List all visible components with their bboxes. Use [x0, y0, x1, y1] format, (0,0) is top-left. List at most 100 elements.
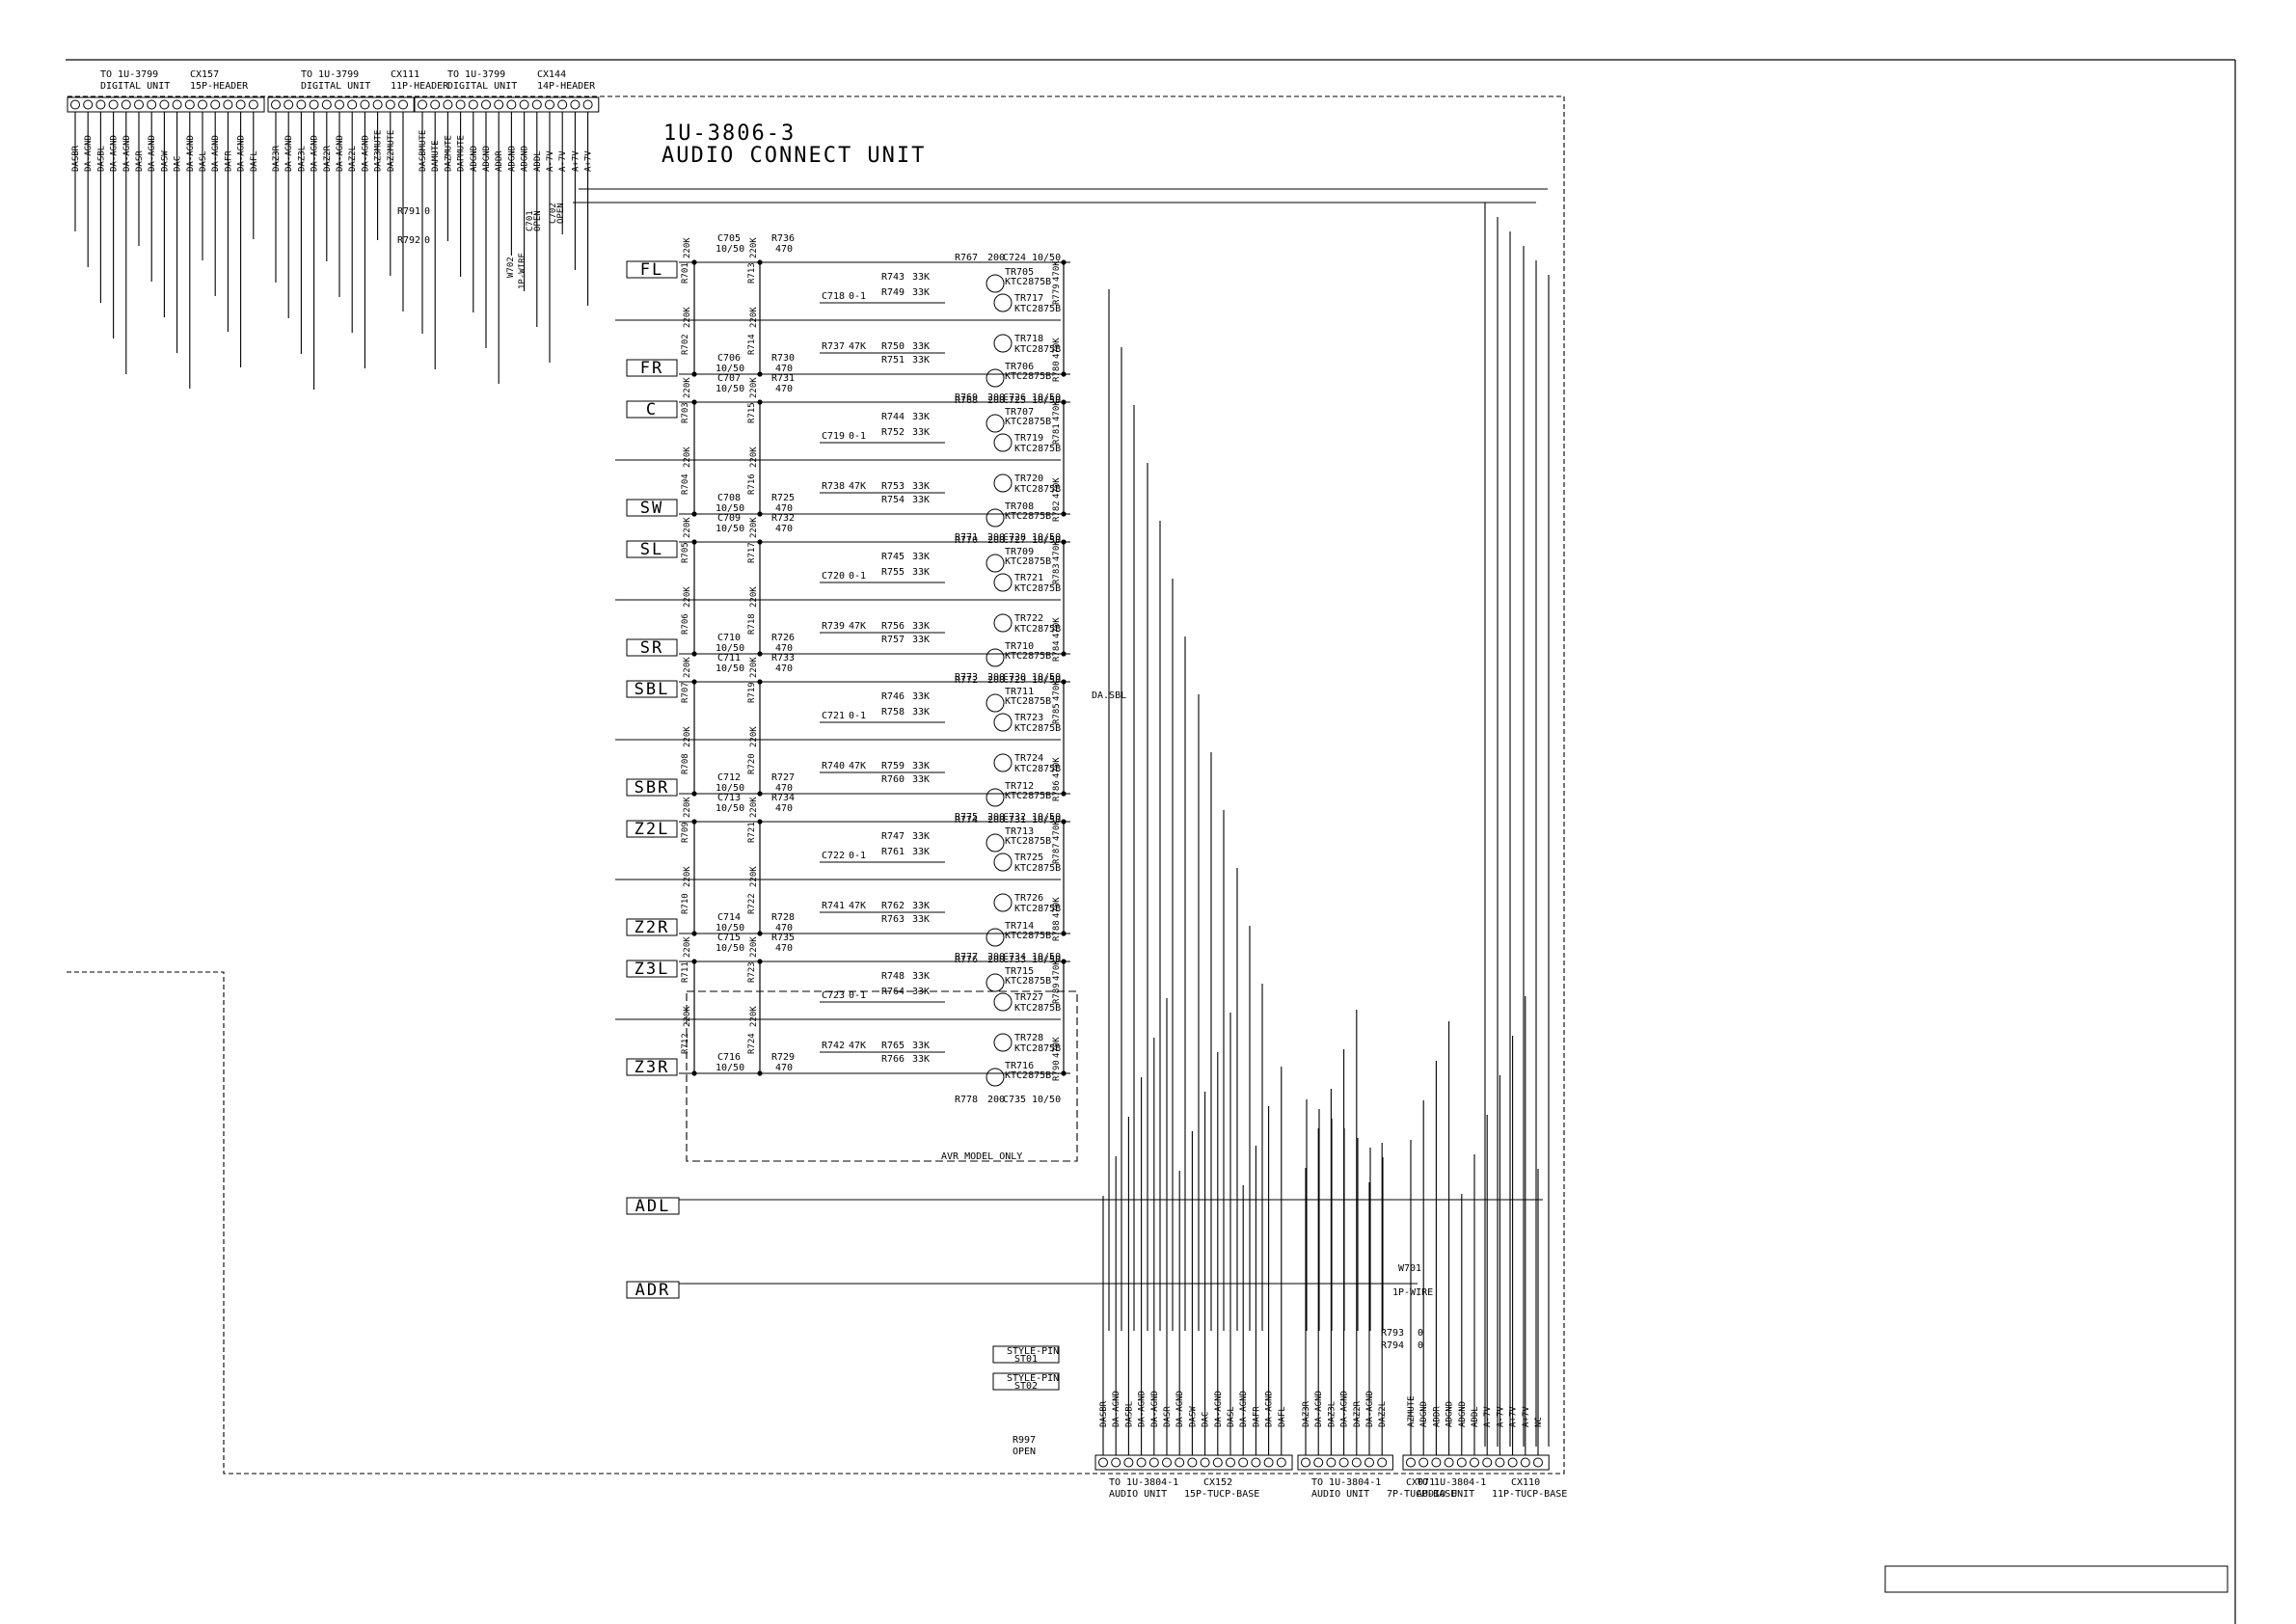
connector-dest: TO 1U-3799 [100, 69, 158, 80]
connector-pin [1338, 1457, 1349, 1468]
junction-dot [1061, 931, 1067, 936]
emitter-resistor-value: 200 [987, 952, 1005, 962]
c701-value: OPEN [533, 210, 543, 231]
pin-label: DAFR [1252, 1406, 1261, 1427]
connector-pin [545, 99, 554, 110]
base-resistor-value: 33K [912, 272, 930, 283]
connector-ref: CX111 [391, 69, 419, 80]
pin-label: DASBL [1124, 1401, 1134, 1427]
connector-pin [1406, 1457, 1416, 1468]
connector-pin [83, 99, 94, 110]
resistor-ref: R701 [681, 262, 690, 284]
junction-dot [691, 651, 697, 657]
pin-label: DAFR [224, 150, 233, 172]
channel-label: SBR [635, 778, 670, 798]
emitter-resistor-ref: R769 [955, 392, 978, 403]
resistor-ref: R715 [747, 402, 757, 423]
transistor-symbol [993, 992, 1013, 1012]
pin-label: A+7V [1522, 1406, 1531, 1427]
connector-pin [1482, 1457, 1493, 1468]
channel-label-box [626, 260, 678, 279]
connector-type: 7P-TUCP-BASE [1387, 1489, 1456, 1500]
connector-pin [1136, 1457, 1147, 1468]
avr-model-note: AVR MODEL ONLY [941, 1151, 1022, 1162]
capacitor-value: 10/50 [716, 923, 744, 934]
connector-pin [1276, 1457, 1286, 1468]
connector-pin [1301, 1457, 1310, 1468]
r792-value: 0 [424, 235, 430, 246]
input-component-value: 0-1 [849, 711, 866, 721]
transistor-type: KTC2875B [1014, 764, 1061, 774]
junction-dot [691, 791, 697, 797]
base-resistor-value: 33K [912, 341, 930, 352]
transistor-ref: TR717 [1014, 293, 1043, 304]
c701-ref: C701 [526, 210, 535, 231]
base-resistor-value: 33K [912, 1041, 930, 1051]
connector-ref: CX110 [1511, 1477, 1540, 1488]
capacitor-value: 10/50 [716, 524, 744, 534]
emitter-resistor-value: 200 [987, 955, 1005, 965]
transistor-ref: TR724 [1014, 753, 1043, 764]
junction-dot [757, 371, 763, 377]
output-resistor-ref: R784 [1052, 640, 1062, 662]
base-resistor-ref: R763 [881, 914, 905, 925]
connector-pin [1533, 1457, 1543, 1468]
pin-label: DAZ3R [1302, 1400, 1311, 1427]
connector-pin [1418, 1457, 1429, 1468]
resistor-value: 470 [775, 943, 793, 954]
emitter-resistor-ref: R772 [955, 675, 978, 686]
connector-unit: DIGITAL UNIT [301, 81, 370, 92]
connector-dest: TO 1U-3804-1 [1417, 1477, 1486, 1488]
pin-label: A+7V [584, 150, 594, 172]
transistor-symbol [993, 853, 1013, 872]
connector-unit: AUDIO UNIT [1417, 1489, 1474, 1500]
junction-dot [757, 791, 763, 797]
connector-pin [1238, 1457, 1249, 1468]
output-resistor-ref: R789 [1052, 983, 1062, 1004]
st02-type: STYLE-PIN [1007, 1373, 1059, 1384]
input-component-ref: R737 [822, 341, 845, 352]
emitter-resistor-value: 200 [987, 812, 1005, 823]
r997-value: OPEN [1013, 1447, 1036, 1457]
channel-label: Z3R [635, 1058, 670, 1077]
output-capacitor-ref: C727 [1003, 535, 1026, 546]
transistor-ref: TR719 [1014, 433, 1043, 444]
transistor-type: KTC2875B [1014, 304, 1061, 314]
output-resistor-ref: R787 [1052, 843, 1062, 864]
base-resistor-value: 33K [912, 355, 930, 365]
transistor-ref: TR714 [1005, 921, 1034, 932]
resistor-ref: R703 [681, 402, 690, 423]
output-capacitor-ref: C724 [1003, 253, 1026, 263]
pin-label: DA-AGND [84, 135, 94, 172]
input-component-ref: R740 [822, 761, 845, 771]
r792-ref: R792 [397, 235, 420, 246]
c702-value: OPEN [556, 203, 566, 224]
transistor-symbol [986, 648, 1005, 667]
output-resistor-value: 470K [1052, 757, 1062, 778]
channel-label-box [626, 1058, 678, 1076]
base-resistor-ref: R757 [881, 635, 905, 645]
transistor-symbol [986, 1068, 1005, 1087]
connector-pin [1470, 1457, 1479, 1468]
r793-value: 0 [1418, 1328, 1423, 1339]
transistor-type: KTC2875B [1005, 696, 1051, 707]
base-resistor-ref: R761 [881, 847, 905, 857]
junction-dot [1061, 1070, 1067, 1076]
resistor-ref: R704 [681, 474, 690, 495]
aux-adl: ADL [626, 1197, 680, 1216]
output-capacitor-ref: C733 [1003, 955, 1026, 965]
pin-label: DASR [135, 150, 145, 172]
resistor-value: 470 [775, 384, 793, 394]
output-resistor-value: 470K [1052, 820, 1062, 841]
connector-pin [1098, 1457, 1108, 1468]
output-resistor-value: 470K [1052, 477, 1062, 499]
base-resistor-value: 33K [912, 914, 930, 925]
connector-pin [121, 99, 131, 110]
resistor-ref: R711 [681, 961, 690, 983]
pin-label: DAZ2R [1353, 1400, 1363, 1427]
